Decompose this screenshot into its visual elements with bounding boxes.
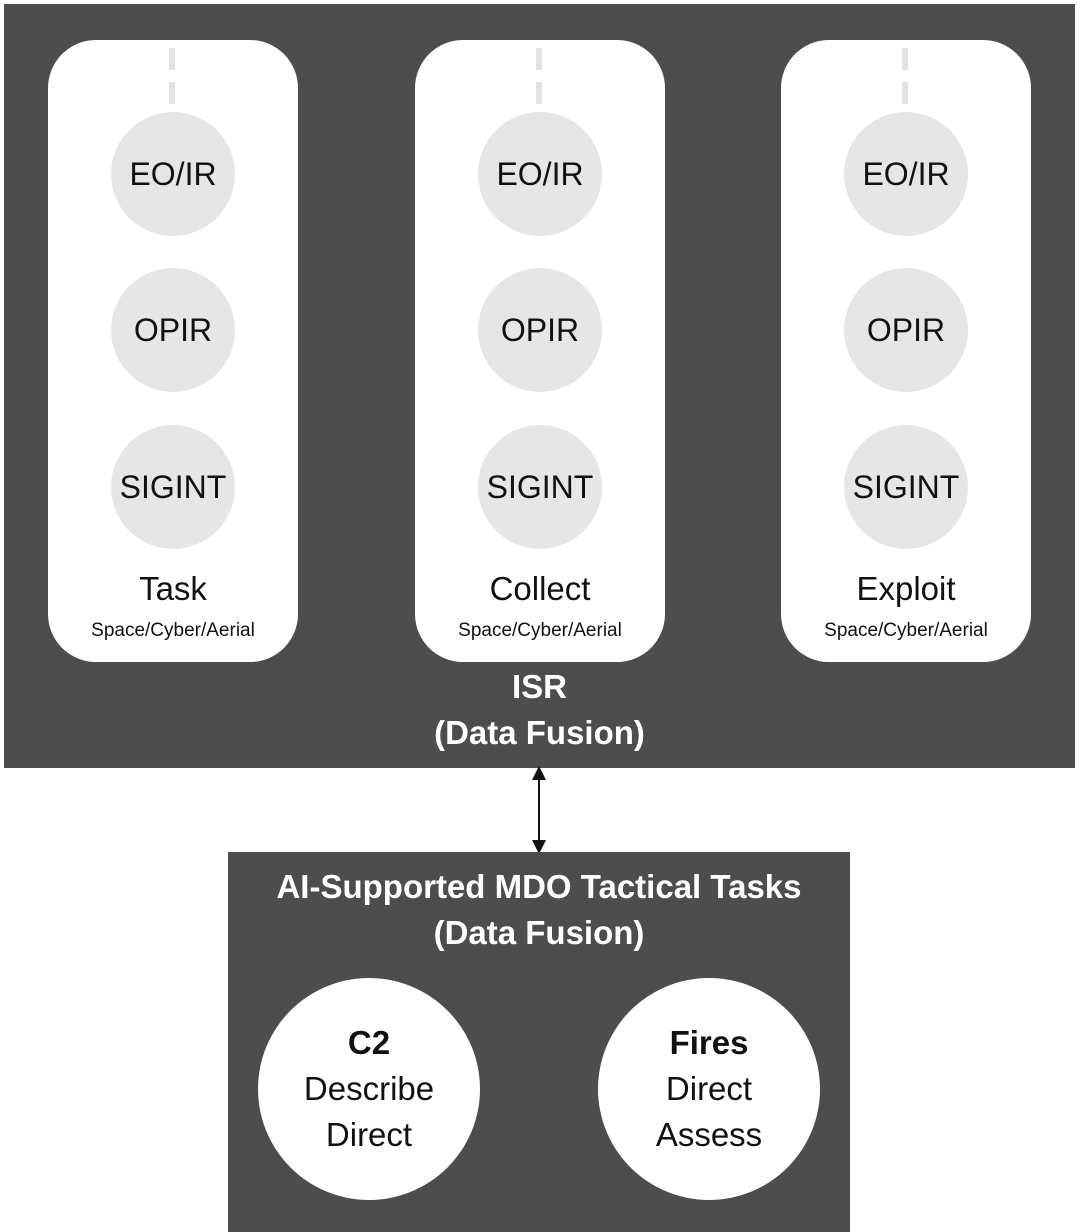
tasks-title-line1: AI-Supported MDO Tactical Tasks xyxy=(276,868,802,905)
sensor-sigint: SIGINT xyxy=(844,425,968,549)
dashed-line-segment xyxy=(169,48,175,70)
tasks-title-line2: (Data Fusion) xyxy=(433,914,645,951)
column-exploit: EO/IR OPIR SIGINT Exploit Space/Cyber/Ae… xyxy=(781,40,1031,662)
sensor-eoir: EO/IR xyxy=(111,112,235,236)
column-title: Exploit xyxy=(856,570,956,607)
dashed-line-segment xyxy=(169,82,175,104)
c2-circle: C2 Describe Direct xyxy=(258,978,480,1200)
fires-line: Direct xyxy=(665,1070,753,1107)
sensor-sigint: SIGINT xyxy=(478,425,602,549)
column-subtitle: Space/Cyber/Aerial xyxy=(824,620,988,641)
c2-heading: C2 xyxy=(347,1024,391,1061)
dashed-line-segment xyxy=(902,82,908,104)
bidirectional-arrow-icon xyxy=(532,766,546,854)
column-collect: EO/IR OPIR SIGINT Collect Space/Cyber/Ae… xyxy=(415,40,665,662)
isr-title-line1: ISR xyxy=(511,668,567,705)
dashed-line-segment xyxy=(536,48,542,70)
isr-panel: EO/IR OPIR SIGINT Task Space/Cyber/Aeria… xyxy=(4,4,1075,768)
column-subtitle: Space/Cyber/Aerial xyxy=(458,620,622,641)
sensor-opir: OPIR xyxy=(111,268,235,392)
c2-line: Direct xyxy=(325,1116,413,1153)
column-task: EO/IR OPIR SIGINT Task Space/Cyber/Aeria… xyxy=(48,40,298,662)
column-title: Task xyxy=(139,570,207,607)
c2-line: Describe xyxy=(303,1070,435,1107)
column-title: Collect xyxy=(489,570,591,607)
isr-title-line2: (Data Fusion) xyxy=(434,714,645,751)
sensor-eoir: EO/IR xyxy=(478,112,602,236)
isr-title: ISR (Data Fusion) xyxy=(4,664,1075,756)
sensor-eoir: EO/IR xyxy=(844,112,968,236)
column-subtitle: Space/Cyber/Aerial xyxy=(91,620,255,641)
dashed-line-segment xyxy=(536,82,542,104)
dashed-line-segment xyxy=(902,48,908,70)
sensor-opir: OPIR xyxy=(844,268,968,392)
sensor-sigint: SIGINT xyxy=(111,425,235,549)
fires-heading: Fires xyxy=(669,1024,749,1061)
fires-line: Assess xyxy=(655,1116,763,1153)
fires-circle: Fires Direct Assess xyxy=(598,978,820,1200)
tactical-tasks-title: AI-Supported MDO Tactical Tasks (Data Fu… xyxy=(228,864,850,956)
tactical-tasks-panel: AI-Supported MDO Tactical Tasks (Data Fu… xyxy=(228,852,850,1232)
sensor-opir: OPIR xyxy=(478,268,602,392)
